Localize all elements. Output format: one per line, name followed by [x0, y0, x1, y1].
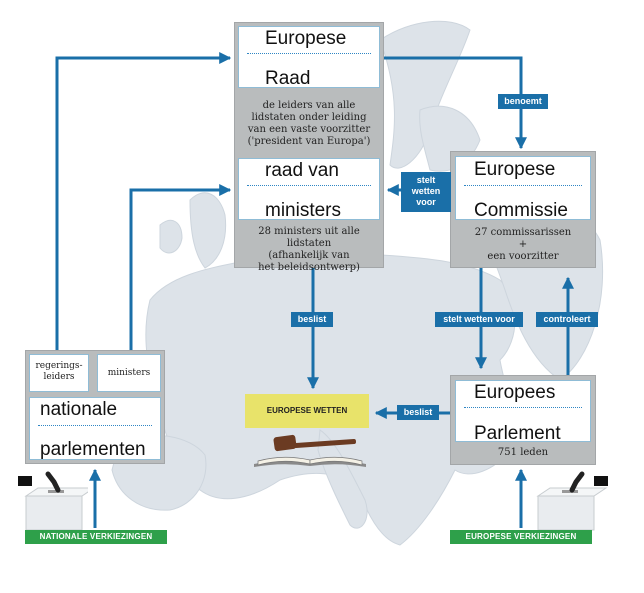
decides-label-ministers: beslist [291, 312, 333, 327]
council-desc-line: lidstaten onder leiding [251, 112, 367, 123]
heads-label-line: regerings- [35, 361, 83, 371]
commission-title-line1: Europese [474, 159, 556, 180]
divider [247, 185, 371, 186]
council-title-line1: Europese [265, 28, 347, 49]
european-laws-box: EUROPESE WETTEN [245, 394, 369, 428]
commission-desc-line: + [518, 239, 528, 250]
proposes-laws-label-long: stelt wetten voor [435, 312, 523, 327]
commission-title-line2: Commissie [474, 200, 568, 221]
heads-of-government-card: regerings- leiders [29, 354, 89, 392]
national-title-line1: nationale [40, 399, 118, 420]
ministers-desc-line: (afhankelijk van [268, 250, 350, 261]
council-desc-line: ('president van Europa') [247, 136, 371, 147]
arrow-national-to-ministers [129, 184, 232, 350]
ministers-title-line1: raad van [265, 160, 339, 181]
commission-title-card: Europese Commissie [455, 156, 591, 220]
council-title-line2: Raad [265, 68, 311, 89]
decides-label-parliament: beslist [397, 405, 439, 420]
heads-of-government-label: regerings- leiders [30, 361, 88, 383]
european-elections-label: EUROPESE VERKIEZINGEN [450, 530, 592, 544]
ballot-box-right-icon [536, 471, 608, 531]
controls-label: controleert [536, 312, 598, 327]
ministers-desc-line: het beleidsontwerp) [258, 262, 360, 273]
commission-desc-line: een voorzitter [487, 251, 559, 262]
ministers-description: 28 ministers uit alle lidstaten (afhanke… [236, 226, 382, 274]
parliament-title-line2: Parlement [474, 423, 561, 444]
gavel-book-illustration [254, 434, 366, 467]
divider [247, 53, 371, 54]
parliament-title-card: Europees Parlement [455, 380, 591, 444]
parliament-title-line1: Europees [474, 382, 556, 403]
ministers-title-line2: ministers [265, 200, 342, 221]
parliament-desc-line: 751 leden [497, 447, 549, 458]
national-elections-label: NATIONALE VERKIEZINGEN [25, 530, 167, 544]
commission-description: 27 commissarissen + een voorzitter [452, 227, 594, 263]
council-desc-line: de leiders van alle [262, 100, 356, 111]
tag-line: voor [416, 197, 436, 207]
proposes-laws-label-short: stelt wetten voor [401, 172, 451, 212]
council-title-card: Europese Raad [238, 26, 380, 88]
parliament-description: 751 leden [452, 447, 594, 459]
national-title-line2: parlementen [40, 439, 146, 460]
ministers-title-card: raad van ministers [238, 158, 380, 220]
tag-line: stelt [416, 175, 436, 185]
heads-label-line: leiders [43, 372, 75, 382]
divider [464, 407, 582, 408]
council-desc-line: van een vaste voorzitter [247, 124, 371, 135]
council-description: de leiders van alle lidstaten onder leid… [236, 100, 382, 148]
national-parliaments-card: nationale parlementen [29, 397, 161, 460]
ministers-desc-line: 28 ministers uit alle lidstaten [258, 226, 360, 249]
national-ministers-label: ministers [107, 368, 151, 378]
commission-desc-line: 27 commissarissen [474, 227, 572, 238]
national-ministers-card: ministers [97, 354, 161, 392]
tag-line: wetten [411, 186, 441, 196]
divider [464, 185, 582, 186]
appoints-label: benoemt [498, 94, 548, 109]
divider [38, 425, 152, 426]
arrow-national-to-council [55, 52, 232, 350]
arrow-council-appoints-commission [382, 56, 527, 150]
ballot-box-left-icon [18, 471, 88, 531]
